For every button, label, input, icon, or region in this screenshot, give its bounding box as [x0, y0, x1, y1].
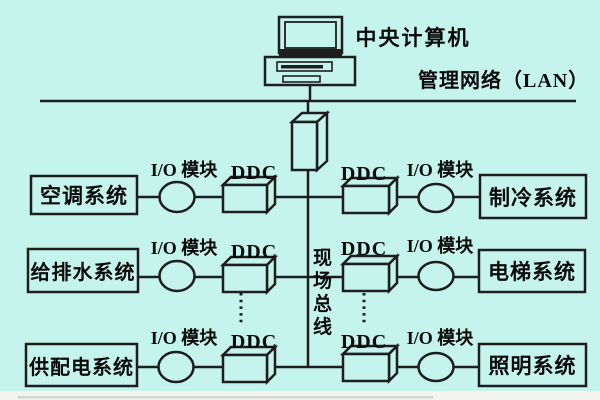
field-bus-label: 现 场 总 线 — [311, 247, 334, 339]
io-module-label-left-row1: I/O 模块 — [150, 160, 218, 180]
system-box-refrigeration — [478, 173, 588, 220]
gateway-box — [288, 110, 331, 173]
lan-label: 管理网络（LAN） — [418, 70, 590, 92]
system-box-power-distribution — [24, 342, 139, 388]
central-computer-icon — [263, 15, 357, 101]
field-bus-char-4: 线 — [312, 317, 332, 338]
gateway-box-front-face — [290, 120, 319, 172]
system-label-water-supply-drainage: 给排水系统 — [30, 262, 136, 284]
system-label-power-distribution: 供配电系统 — [29, 356, 134, 379]
ddc-box-right-row3 — [339, 342, 401, 385]
io-module-label-right-row2: I/O 模块 — [406, 236, 474, 256]
field-bus-char-1: 现 — [312, 248, 332, 269]
case-vent-slot — [282, 75, 321, 83]
io-module-label-left-row2: I/O 模块 — [150, 238, 218, 258]
system-label-refrigeration: 制冷系统 — [489, 185, 577, 210]
io-module-ellipse-right-row1 — [417, 182, 455, 214]
footer-strip — [0, 391, 600, 400]
system-label-air-conditioning: 空调系统 — [40, 184, 128, 208]
system-box-water-supply-drainage — [26, 247, 140, 294]
io-module-ellipse-left-row2 — [158, 259, 196, 293]
ddc-box-left-row3 — [219, 343, 279, 386]
ddc-box-left-row2 — [219, 253, 279, 296]
footer-shadow-line — [18, 396, 433, 399]
io-module-label-right-row1: I/O 模块 — [406, 160, 474, 180]
ddc-label-right-row1: DDC — [340, 163, 388, 185]
system-label-lighting: 照明系统 — [488, 354, 577, 378]
ddc-label-left-row1: DDC — [230, 162, 278, 184]
gateway-box-side-face — [315, 110, 329, 173]
ddc-box-right-row2 — [339, 252, 401, 295]
ddc-label-right-row3: DDC — [340, 331, 388, 353]
ddc-box-left-row1 — [219, 173, 279, 216]
io-module-ellipse-right-row2 — [417, 260, 455, 292]
field-bus-char-3: 总 — [312, 294, 332, 315]
system-label-elevator: 电梯系统 — [488, 260, 576, 284]
keyboard-bar — [279, 49, 342, 56]
system-box-air-conditioning — [29, 174, 139, 216]
io-module-ellipse-left-row1 — [158, 180, 196, 214]
ddc-label-right-row2: DDC — [340, 238, 388, 260]
io-module-label-right-row3: I/O 模块 — [406, 328, 474, 348]
monitor-screen — [284, 21, 337, 49]
io-module-ellipse-left-row3 — [157, 350, 195, 384]
ddc-box-right-row1 — [339, 174, 401, 217]
io-module-ellipse-right-row3 — [417, 351, 455, 383]
system-box-lighting — [477, 342, 588, 388]
central-computer-label: 中央计算机 — [355, 26, 471, 50]
ddc-label-left-row2: DDC — [230, 241, 278, 263]
disk-drive-slot — [281, 65, 323, 69]
system-box-elevator — [477, 248, 587, 294]
field-bus-char-2: 场 — [312, 271, 332, 292]
ddc-label-left-row3: DDC — [230, 331, 278, 353]
io-module-label-left-row3: I/O 模块 — [150, 328, 218, 348]
